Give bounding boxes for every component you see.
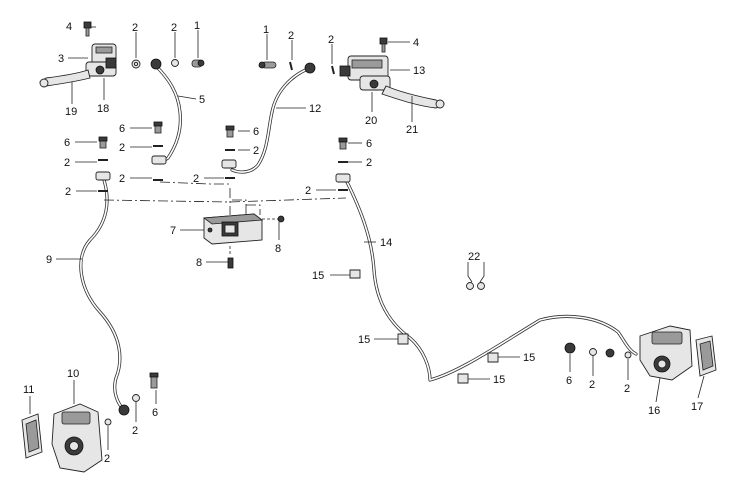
- callout-2: 2: [171, 22, 177, 34]
- bolt-set-c: [221, 125, 237, 179]
- bolt-set-b: [151, 121, 167, 181]
- callout-4: 4: [413, 37, 419, 49]
- callout-11: 11: [23, 384, 34, 396]
- callout-15: 15: [493, 374, 505, 386]
- brake-lever-left: [39, 69, 91, 88]
- callout-6: 6: [253, 126, 259, 138]
- brake-hose-9: [79, 178, 126, 412]
- callout-6: 6: [119, 123, 125, 135]
- rear-brake-pads: [695, 335, 717, 377]
- callout-6: 6: [566, 375, 572, 387]
- callout-15: 15: [358, 334, 370, 346]
- bolt-set-d: [335, 137, 351, 191]
- banjo-left-top: [131, 58, 205, 70]
- callout-7: 7: [170, 225, 176, 237]
- brake-hose-12: [230, 66, 312, 174]
- callout-5: 5: [199, 94, 205, 106]
- callout-15: 15: [523, 352, 535, 364]
- callout-2: 2: [589, 379, 595, 391]
- clip-15-d: [457, 373, 469, 384]
- banjo-front: [104, 372, 159, 426]
- bolt-8-side: [262, 215, 285, 223]
- nuts-22: [466, 282, 485, 290]
- callout-2: 2: [119, 173, 125, 185]
- rear-caliper: [639, 325, 693, 381]
- callout-14: 14: [380, 237, 392, 249]
- callout-6: 6: [64, 137, 70, 149]
- routing-lines: [103, 181, 347, 215]
- callout-2: 2: [288, 30, 294, 42]
- callout-17: 17: [691, 401, 703, 413]
- callout-2: 2: [132, 425, 138, 437]
- leader-lines: [29, 26, 705, 450]
- callout-20: 20: [365, 115, 377, 127]
- callout-2: 2: [624, 383, 630, 395]
- callout-8: 8: [196, 257, 202, 269]
- callout-labels: 1 2 2 3 4 5 18 19 1 2 2 4 13 12 20 21 6 …: [23, 20, 703, 465]
- callout-2: 2: [132, 22, 138, 34]
- callout-12: 12: [309, 103, 321, 115]
- clip-15-a: [349, 269, 361, 279]
- callout-2: 2: [366, 157, 372, 169]
- callout-19: 19: [65, 106, 77, 118]
- callout-10: 10: [67, 368, 79, 380]
- master-cylinder-right: [339, 55, 391, 91]
- master-cylinder-left: [85, 43, 117, 77]
- front-brake-pads: [21, 413, 43, 459]
- callout-3: 3: [58, 53, 64, 65]
- callout-6: 6: [366, 138, 372, 150]
- banjo-right-top: [258, 61, 335, 75]
- callout-2: 2: [64, 157, 70, 169]
- callout-2: 2: [104, 453, 110, 465]
- abs-unit: [202, 213, 264, 245]
- front-caliper: [51, 403, 103, 473]
- callout-2: 2: [305, 185, 311, 197]
- callout-2: 2: [328, 34, 334, 46]
- brake-hose-5: [154, 64, 182, 165]
- brake-lever-right: [381, 85, 446, 109]
- callout-21: 21: [406, 124, 418, 136]
- callout-18: 18: [97, 103, 109, 115]
- callout-8: 8: [275, 243, 281, 255]
- banjo-rear: [564, 342, 632, 359]
- callout-22: 22: [468, 251, 480, 263]
- callout-16: 16: [648, 405, 660, 417]
- callout-13: 13: [413, 65, 425, 77]
- callout-2: 2: [193, 173, 199, 185]
- callout-15: 15: [312, 270, 324, 282]
- clip-15-b: [397, 333, 409, 345]
- callout-6: 6: [152, 407, 158, 419]
- callout-1: 1: [194, 20, 200, 32]
- bolt-set-a: [95, 136, 111, 192]
- callout-2: 2: [253, 145, 259, 157]
- brake-hose-14: [344, 178, 638, 382]
- callout-2: 2: [65, 186, 71, 198]
- callout-9: 9: [46, 254, 52, 266]
- callout-2: 2: [119, 142, 125, 154]
- clip-15-c: [487, 352, 499, 363]
- bolt-4-right: [379, 37, 388, 53]
- callout-4: 4: [66, 21, 72, 33]
- callout-1: 1: [263, 24, 269, 36]
- bolt-8-bottom: [227, 246, 234, 269]
- bolt-4-left: [83, 21, 92, 37]
